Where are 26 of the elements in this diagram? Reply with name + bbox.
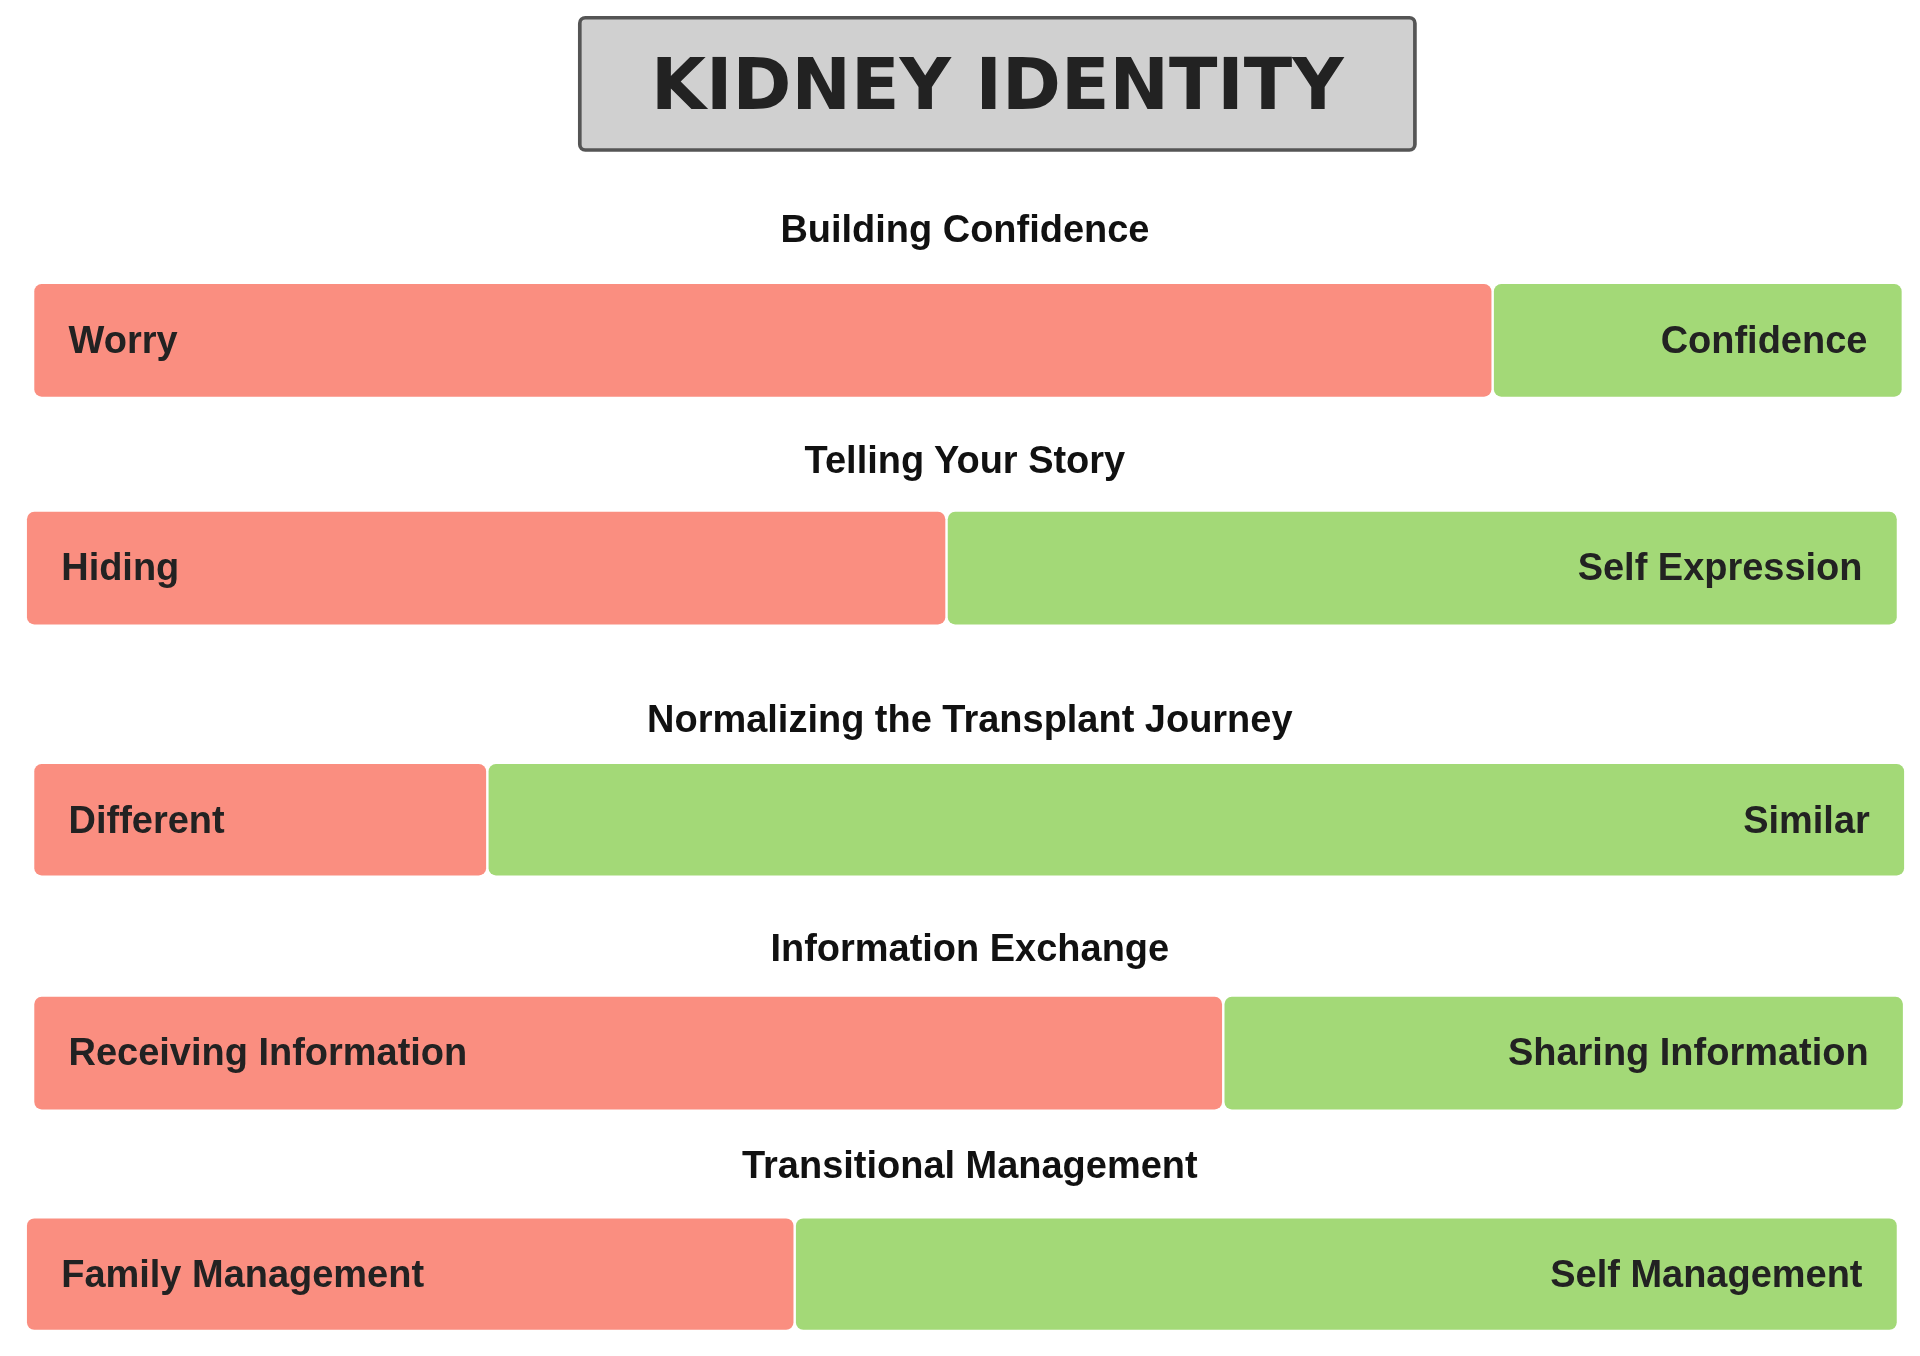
title-banner: KIDNEY IDENTITY <box>577 15 1417 152</box>
segment-label: Self Expression <box>1577 546 1863 591</box>
spectrum-bar-segment <box>1493 284 1902 397</box>
spectrum-bar-segment <box>947 511 1897 625</box>
segment-label: Confidence <box>1660 318 1868 363</box>
segment-label: Hiding <box>61 546 180 591</box>
segment-label: Different <box>68 797 225 842</box>
spectrum-bar-segment <box>795 1218 1897 1330</box>
section-heading: Information Exchange <box>770 926 1170 972</box>
segment-label: Similar <box>1743 797 1870 842</box>
segment-label: Self Management <box>1550 1252 1863 1297</box>
spectrum-bar-segment <box>488 764 1905 876</box>
segment-label: Receiving Information <box>68 1031 468 1076</box>
segment-label: Sharing Information <box>1507 1031 1869 1076</box>
spectrum-bar-segment <box>26 511 946 625</box>
spectrum-bar-segment <box>26 1218 794 1330</box>
segment-label: Worry <box>68 318 178 363</box>
section-heading: Transitional Management <box>742 1143 1198 1188</box>
section-heading: Telling Your Story <box>804 438 1126 483</box>
spectrum-bar-segment <box>34 764 487 876</box>
section-heading: Building Confidence <box>780 208 1150 253</box>
spectrum-bar-segment <box>1224 996 1903 1110</box>
spectrum-bar-segment <box>34 996 1223 1110</box>
section-heading: Normalizing the Transplant Journey <box>647 697 1293 743</box>
segment-label: Family Management <box>61 1252 425 1297</box>
spectrum-bar-segment <box>34 284 1492 397</box>
